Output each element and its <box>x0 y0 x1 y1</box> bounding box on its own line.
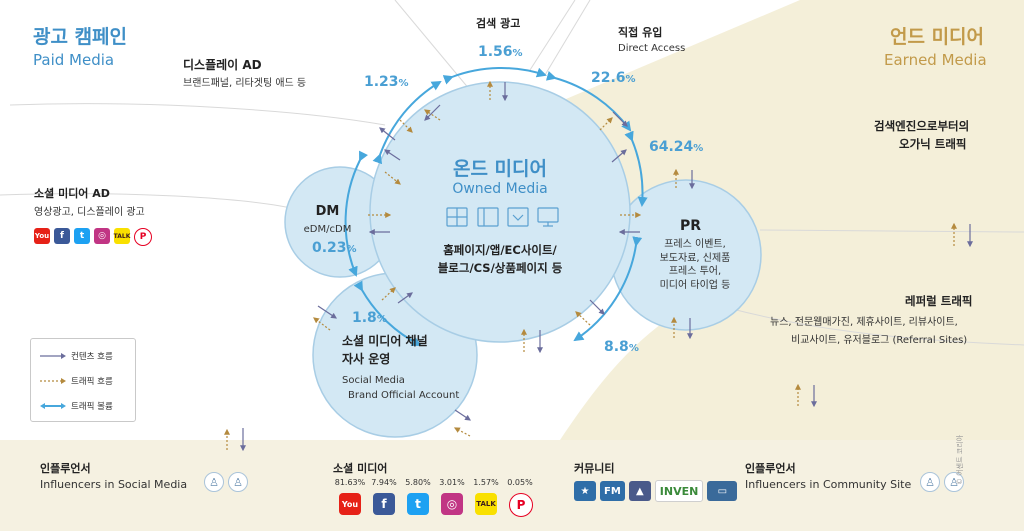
influencer-social-avatars: ♙ ♙ <box>204 472 248 492</box>
influencer-community-avatars: ♙ ♙ <box>920 472 964 492</box>
referral-desc-line1: 뉴스, 전문웹매가진, 제휴사이트, 리뷰사이트, <box>770 317 958 328</box>
community-logo-icon: ★ <box>574 481 596 501</box>
social-media-title: 소셜 미디어 <box>333 462 388 475</box>
twitter-icon: t <box>74 228 90 244</box>
social-ad-title: 소셜 미디어 AD <box>34 187 110 200</box>
owned-media-desc-line2: 블로그/CS/상품페이지 등 <box>437 261 563 275</box>
kakaotalk-icon: TALK <box>114 228 130 244</box>
social-channel-desc-line2: Brand Official Account <box>348 390 460 401</box>
community-title: 커뮤니티 <box>574 462 615 475</box>
pr-title: PR <box>680 218 702 234</box>
kakaotalk-icon: TALK <box>475 493 497 515</box>
youtube-icon: You <box>34 228 50 244</box>
paid-media-subtitle: Paid Media <box>33 51 115 69</box>
bottom-band <box>0 440 1024 531</box>
social-ad-icons: You f t ◎ TALK P <box>34 228 152 246</box>
direct-pct: 22.6% <box>591 70 636 86</box>
instagram-icon: ◎ <box>441 493 463 515</box>
community-logo-icon: ▭ <box>707 481 738 501</box>
legend-traffic-flow: 트래픽 흐름 <box>39 375 113 387</box>
inven-logo: INVEN <box>654 480 704 502</box>
person-icon: ♙ <box>228 472 248 492</box>
legend-traffic-volume: 트래픽 볼륨 <box>39 400 113 412</box>
dm-pct: 0.23% <box>312 240 357 256</box>
owned-media-desc-line1: 홈페이지/앱/EC사이트/ <box>443 243 557 257</box>
person-icon: ♙ <box>920 472 940 492</box>
dm-desc: eDM/cDM <box>303 224 352 235</box>
display-ad-desc: 브랜드패널, 리타겟팅 애드 등 <box>183 78 307 89</box>
dm-title: DM <box>315 204 340 219</box>
social-ad-desc: 영상광고, 디스플레이 광고 <box>34 207 145 218</box>
referral-pct: 8.8% <box>604 339 639 355</box>
pinterest-icon: P <box>509 493 533 517</box>
youtube-icon: You <box>339 493 361 515</box>
influencer-social-title: 인플루언서 <box>40 462 91 475</box>
pinterest-icon: P <box>134 228 152 246</box>
organic-title-line1: 검색엔진으로부터의 <box>874 119 970 133</box>
referral-desc-line2: 비교사이트, 유저블로그 (Referral Sites) <box>791 335 968 346</box>
copyright: © 어센트 코리아 <box>956 434 964 485</box>
owned-media-subtitle: Owned Media <box>452 181 548 197</box>
influencer-community-desc: Influencers in Community Site <box>745 478 912 491</box>
search-ad-pct: 1.56% <box>478 44 523 60</box>
direct-desc: Direct Access <box>618 43 686 54</box>
instagram-icon: ◎ <box>94 228 110 244</box>
community-logos: ★ FM ▲ INVEN ▭ <box>574 480 738 502</box>
direct-title: 직접 유입 <box>618 26 663 39</box>
social-channel-pct: 1.8% <box>352 310 387 326</box>
earned-media-region <box>540 0 1024 440</box>
legend-content-flow: 컨텐츠 흐름 <box>39 350 113 362</box>
earned-media-subtitle: Earned Media <box>884 51 987 69</box>
owned-media-circle <box>369 81 631 343</box>
referral-title: 레퍼럴 트래픽 <box>905 294 973 308</box>
social-channel-desc-line1: Social Media <box>342 375 405 386</box>
influencer-social-desc: Influencers in Social Media <box>40 478 188 491</box>
social-channel-title-line1: 소셜 미디어 채널 <box>342 334 428 348</box>
search-ad-title: 검색 광고 <box>476 17 521 30</box>
person-icon: ♙ <box>944 472 964 492</box>
person-icon: ♙ <box>204 472 224 492</box>
community-logo-icon: ▲ <box>628 481 651 501</box>
facebook-icon: f <box>54 228 70 244</box>
twitter-icon: t <box>407 493 429 515</box>
social-channel-title-line2: 자사 운영 <box>342 352 391 366</box>
organic-title-line2: 오가닉 트래픽 <box>899 137 967 151</box>
paid-media-title: 광고 캠페인 <box>33 26 128 48</box>
owned-media-title: 온드 미디어 <box>452 158 547 180</box>
display-ad-title: 디스플레이 AD <box>183 58 262 72</box>
influencer-community-title: 인플루언서 <box>745 462 796 475</box>
legend: 컨텐츠 흐름 트래픽 흐름 트래픽 볼륨 <box>30 338 136 422</box>
fmkorea-logo: FM <box>600 481 625 501</box>
earned-media-title: 언드 미디어 <box>890 26 985 48</box>
organic-pct: 64.24% <box>649 139 704 155</box>
social-media-shares: 81.63% 7.94% 5.80% 3.01% 1.57% 0.05% <box>334 478 533 487</box>
ec-site-icon <box>507 207 529 227</box>
display-ad-pct: 1.23% <box>364 74 409 90</box>
facebook-icon: f <box>373 493 395 515</box>
social-media-icons: You f t ◎ TALK P <box>339 493 533 517</box>
app-icon <box>477 207 499 227</box>
